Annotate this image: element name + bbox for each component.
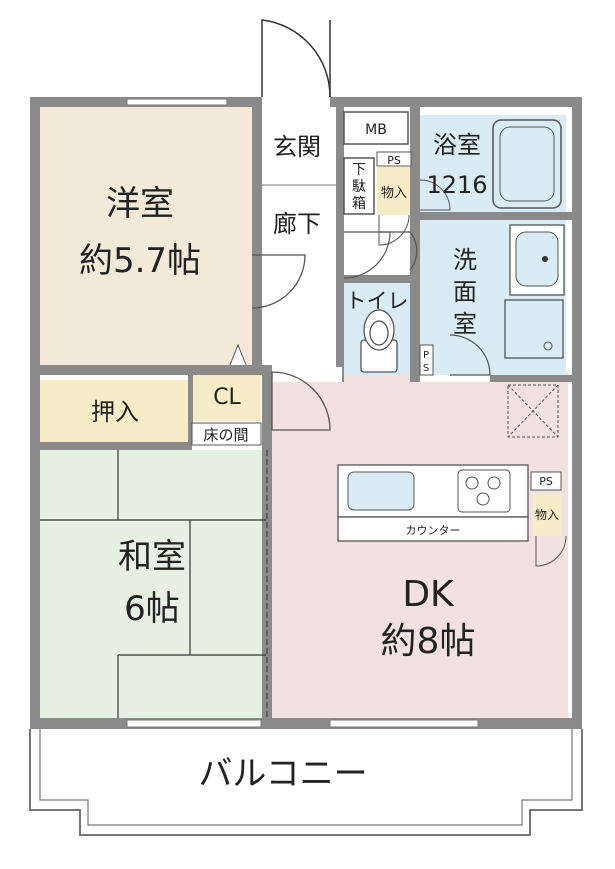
toilet-label: トイレ bbox=[346, 289, 409, 313]
oshiire-label: 押入 bbox=[91, 398, 139, 426]
cl-label: CL bbox=[213, 385, 241, 410]
western-room-floor bbox=[40, 107, 252, 365]
japanese-room-size: 6帖 bbox=[124, 589, 180, 629]
shoe-box-char-2: 駄 bbox=[352, 179, 366, 195]
balcony-outline bbox=[29, 729, 583, 836]
storage-kitchen-floor bbox=[533, 494, 561, 536]
ps-top-label: PS bbox=[387, 154, 401, 167]
windows bbox=[126, 98, 479, 728]
dk-name: DK bbox=[402, 574, 455, 615]
bathtub bbox=[492, 119, 562, 209]
toilet-fixture bbox=[360, 309, 398, 373]
hallway-label: 廊下 bbox=[273, 210, 321, 238]
balcony-label: バルコニー bbox=[198, 754, 367, 794]
ps-wash-char-1: P bbox=[423, 350, 429, 361]
oshiire-floor bbox=[40, 380, 188, 442]
entrance-label: 玄関 bbox=[273, 133, 321, 161]
storage-kitchen-label: 物入 bbox=[535, 508, 559, 522]
western-room-name: 洋室 bbox=[106, 184, 174, 224]
washroom-char-2: 面 bbox=[453, 278, 477, 306]
tatami-lines bbox=[40, 450, 266, 718]
counter-label: カウンター bbox=[406, 524, 461, 537]
bath-name: 浴室 bbox=[433, 131, 481, 159]
japanese-room-name: 和室 bbox=[118, 537, 186, 577]
washroom-char-3: 室 bbox=[453, 310, 477, 338]
dk-floor bbox=[272, 372, 568, 718]
ps-kitchen-label: PS bbox=[539, 475, 553, 488]
washer-pan bbox=[504, 299, 564, 359]
shoe-box-char-3: 箱 bbox=[352, 196, 366, 212]
shoe-box-char-1: 下 bbox=[352, 162, 366, 178]
western-room-size: 約5.7帖 bbox=[79, 241, 201, 281]
tokonoma-label: 床の間 bbox=[203, 426, 248, 444]
entrance-door bbox=[261, 19, 331, 98]
cl-floor bbox=[193, 371, 261, 421]
dk-size: 約8帖 bbox=[381, 621, 476, 662]
washroom-char-1: 洗 bbox=[453, 246, 477, 274]
japanese-room-floor bbox=[40, 450, 266, 718]
storage-entry-label: 物入 bbox=[381, 186, 407, 201]
storage-entry-floor bbox=[377, 167, 411, 215]
mb-label: MB bbox=[365, 122, 387, 138]
ps-wash-char-2: S bbox=[423, 363, 429, 374]
fridge-space bbox=[507, 384, 559, 438]
bath-size: 1216 bbox=[426, 171, 487, 199]
counter bbox=[337, 516, 529, 542]
